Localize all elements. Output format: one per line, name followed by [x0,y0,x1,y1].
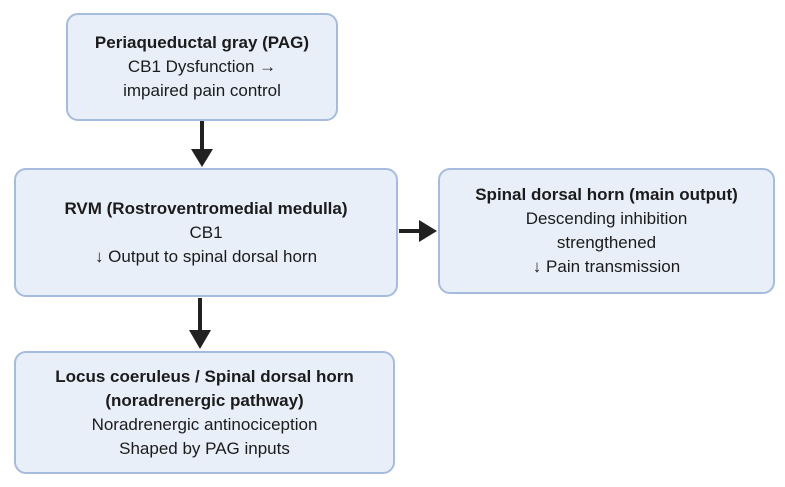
node-text-line: Noradrenergic antinociception [91,414,318,434]
arrow-rvm-to-spinal-dorsal-horn [399,220,437,242]
node-text-line: impaired pain control [123,81,281,100]
node-text-line: Shaped by PAG inputs [119,438,290,458]
arrow-rvm-to-locus-coeruleus [189,298,211,349]
node-title: Locus coeruleus / Spinal dorsal horn [55,366,354,386]
node-locus-coeruleus: Locus coeruleus / Spinal dorsal horn (no… [14,351,395,474]
node-periaqueductal-gray: Periaqueductal gray (PAG) CB1 Dysfunctio… [66,13,338,121]
node-title: RVM (Rostroventromedial medulla) [64,198,348,218]
arrow-pag-to-rvm [191,121,213,167]
node-title: Periaqueductal gray (PAG) [94,33,310,52]
node-title: (noradrenergic pathway) [105,390,304,410]
node-spinal-dorsal-horn: Spinal dorsal horn (main output) Descend… [438,168,775,294]
node-title: Spinal dorsal horn (main output) [475,185,738,204]
node-text-line: CB1 [189,222,223,242]
node-text-line: Descending inhibition [525,209,688,228]
node-text-line: ↓ Output to spinal dorsal horn [94,246,318,266]
node-text-line: ↓ Pain transmission [532,257,681,276]
node-text-line: CB1 Dysfunction → [127,57,277,76]
node-rvm: RVM (Rostroventromedial medulla) CB1 ↓ O… [14,168,398,297]
node-text-line: strengthened [556,233,657,252]
